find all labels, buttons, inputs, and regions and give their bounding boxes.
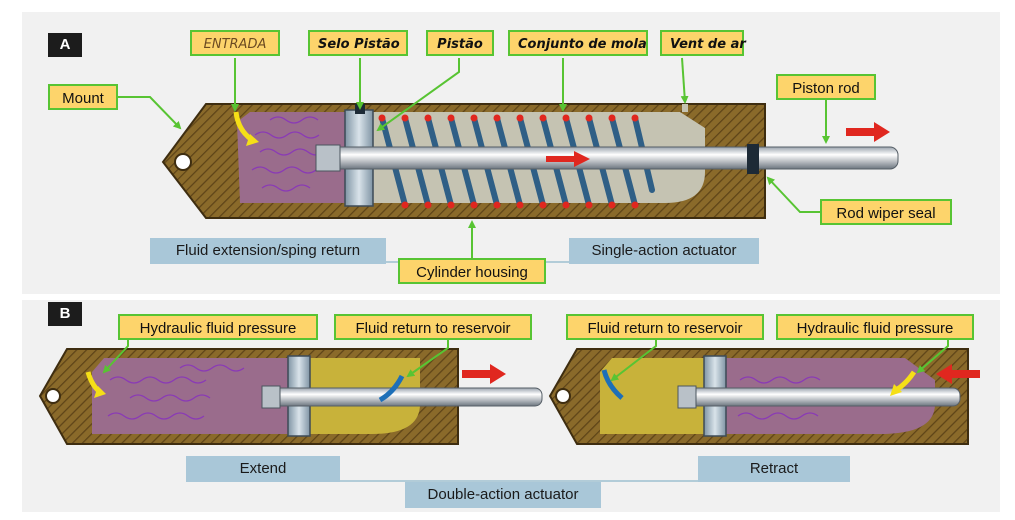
piston-rod xyxy=(329,146,899,170)
retract-rod xyxy=(689,387,961,407)
retract-cylinder xyxy=(548,348,980,445)
label-entrada: ENTRADA xyxy=(190,30,280,56)
panel-b-badge: B xyxy=(48,302,82,326)
single-action-cylinder xyxy=(161,103,899,219)
leader-lines-b xyxy=(102,340,949,382)
inlet-flow-arrowhead xyxy=(246,134,259,146)
retract-return-chamber xyxy=(600,358,706,434)
extend-rod-nut xyxy=(261,385,281,409)
caption-fluid-extension: Fluid extension/sping return xyxy=(150,238,386,264)
retract-motion-arrow xyxy=(936,364,980,384)
label-left-hydraulic-pressure: Hydraulic fluid pressure xyxy=(118,314,318,340)
retract-mount-hole xyxy=(555,388,571,404)
label-left-fluid-return: Fluid return to reservoir xyxy=(334,314,532,340)
rod-nut xyxy=(315,144,341,172)
leader-lines-a xyxy=(118,57,830,258)
panel-a-badge: A xyxy=(48,33,82,57)
extend-pressure-arrowhead xyxy=(94,386,106,398)
retract-rod-nut xyxy=(677,385,697,409)
label-conjunto-de-mola: Conjunto de mola xyxy=(508,30,648,56)
label-mount: Mount xyxy=(48,84,118,110)
extend-fluid-swirls xyxy=(107,364,245,420)
caption-extend: Extend xyxy=(186,456,340,482)
label-piston-rod: Piston rod xyxy=(776,74,876,100)
label-right-hydraulic-pressure: Hydraulic fluid pressure xyxy=(776,314,974,340)
label-right-fluid-return: Fluid return to reservoir xyxy=(566,314,764,340)
extend-rod xyxy=(273,387,543,407)
rod-wiper-seal xyxy=(747,144,759,174)
caption-retract: Retract xyxy=(698,456,850,482)
rod-motion-arrow-outer xyxy=(846,122,890,142)
fluid-swirls xyxy=(251,116,325,192)
label-rod-wiper-seal: Rod wiper seal xyxy=(820,199,952,225)
label-cylinder-housing: Cylinder housing xyxy=(398,258,546,284)
extend-cylinder xyxy=(38,348,543,445)
fluid-chamber xyxy=(237,112,355,203)
extend-return-arrow xyxy=(378,374,405,403)
caption-double-action: Double-action actuator xyxy=(405,482,601,508)
label-pistao: Pistão xyxy=(426,30,494,56)
rod-motion-arrow-inner xyxy=(546,151,590,167)
mount-hole xyxy=(174,153,192,171)
extend-mount-hole xyxy=(45,388,61,404)
label-selo-pistao: Selo Pistão xyxy=(308,30,408,56)
retract-return-arrow xyxy=(601,369,624,400)
vent-port xyxy=(682,104,688,112)
retract-pressure-arrowhead xyxy=(890,384,902,396)
spring-coil-ends xyxy=(378,114,639,209)
label-vent-de-ar: Vent de ar xyxy=(660,30,746,56)
extend-motion-arrow xyxy=(462,364,506,384)
caption-single-action: Single-action actuator xyxy=(569,238,759,264)
